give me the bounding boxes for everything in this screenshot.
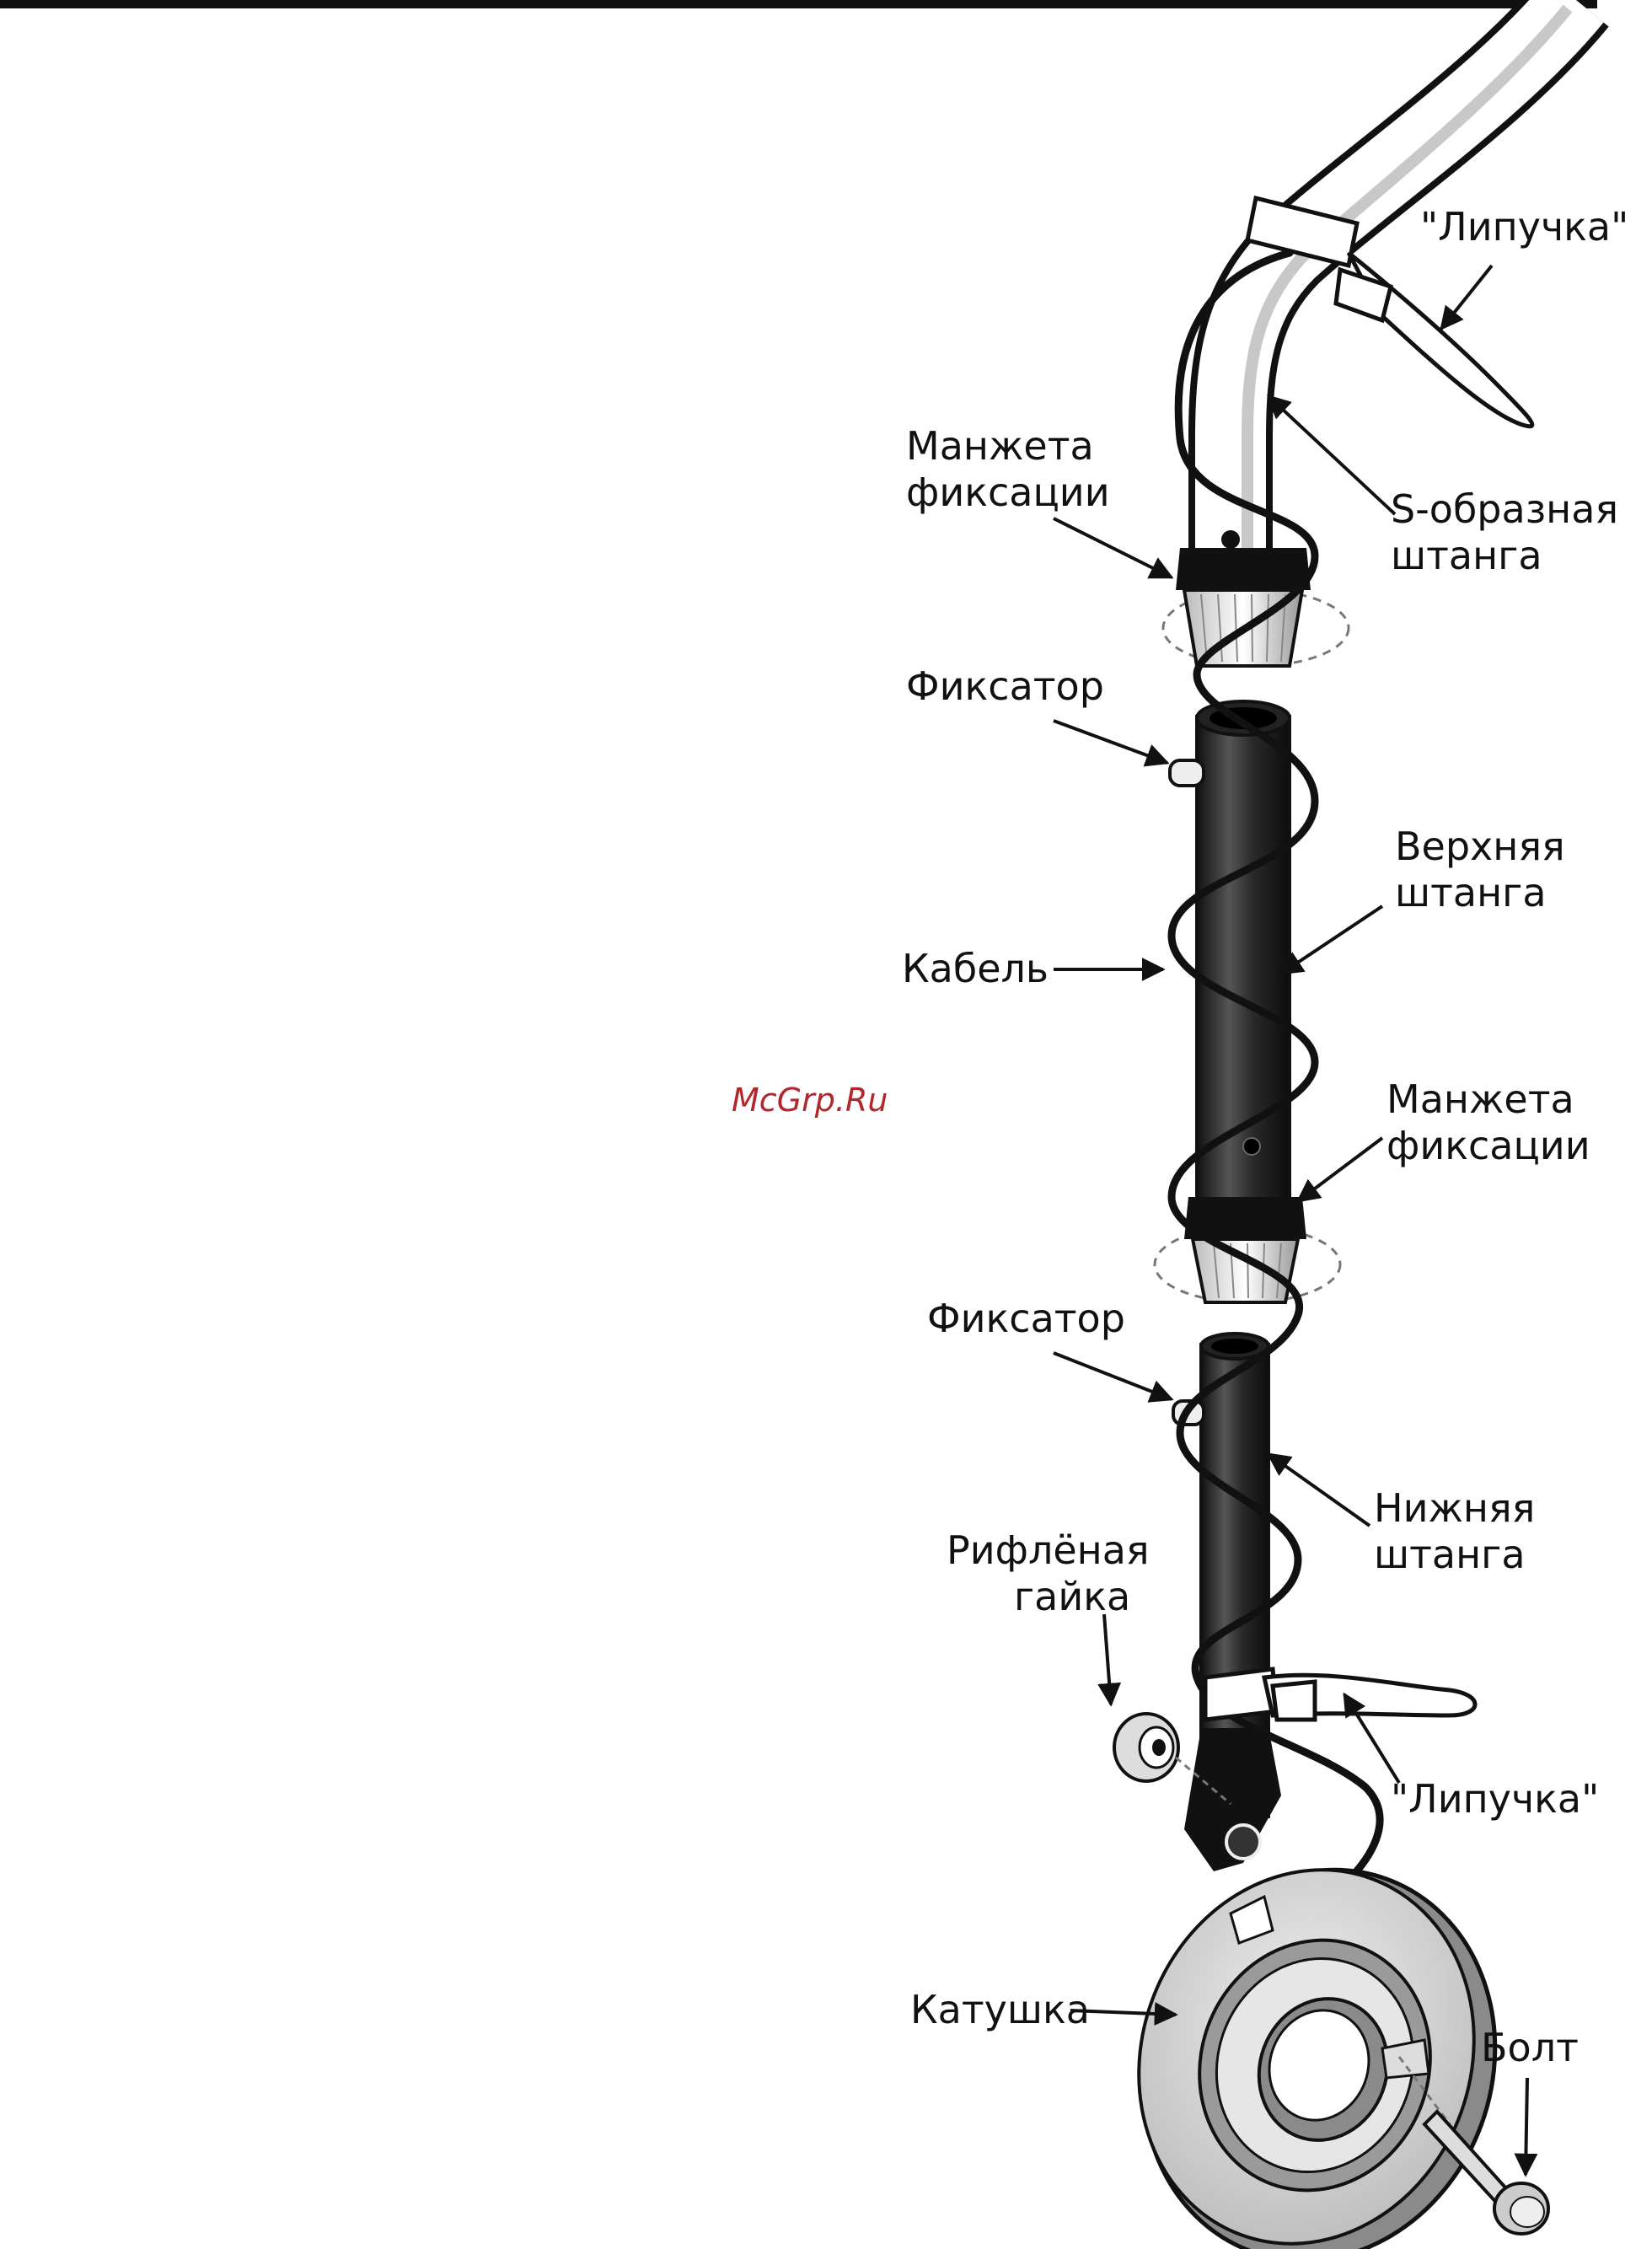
label-velcro-top: "Липучка" <box>1420 204 1628 250</box>
arrow-s-shaft <box>1268 396 1395 514</box>
label-upper-shaft-line2: штанга <box>1395 870 1547 915</box>
locking-cuff-middle <box>1155 1197 1340 1302</box>
arrow-lower-shaft <box>1268 1454 1370 1526</box>
label-bolt: Болт <box>1481 2025 1579 2070</box>
arrow-latch-top <box>1054 721 1167 763</box>
arrow-latch-bottom <box>1054 1353 1172 1399</box>
label-knurled-nut-line1: Рифлёная <box>947 1527 1150 1573</box>
label-cuff-top-line2: фиксации <box>906 470 1110 515</box>
arrow-bolt <box>1526 2078 1527 2175</box>
top-rule <box>0 0 1597 8</box>
label-upper-shaft-line1: Верхняя <box>1395 824 1565 869</box>
label-cable: Кабель <box>902 946 1049 991</box>
label-coil: Катушка <box>910 1987 1090 2032</box>
arrow-cuff-top <box>1054 518 1172 577</box>
locking-cuff-top <box>1163 548 1349 666</box>
label-lower-shaft-line2: штанга <box>1374 1532 1526 1577</box>
arrow-knurled-nut <box>1104 1614 1111 1704</box>
label-latch-bottom: Фиксатор <box>927 1296 1125 1341</box>
label-cuff-middle-line1: Манжета <box>1386 1076 1574 1122</box>
upper-shaft <box>1197 701 1290 1231</box>
label-s-shaft-line2: штанга <box>1391 533 1542 578</box>
arrow-upper-shaft <box>1281 906 1382 974</box>
arrow-velcro-top <box>1441 266 1492 329</box>
arrow-cuff-middle <box>1298 1138 1382 1201</box>
watermark: McGrp.Ru <box>732 1082 888 1119</box>
label-cuff-middle-line2: фиксации <box>1386 1123 1590 1168</box>
label-velcro-bottom: "Липучка" <box>1391 1776 1599 1822</box>
velcro-strap-bottom <box>1205 1669 1475 1720</box>
s-shaft <box>1221 0 1576 556</box>
label-latch-top: Фиксатор <box>906 663 1104 709</box>
label-s-shaft-line1: S-образная <box>1391 486 1618 532</box>
label-cuff-top-line1: Манжета <box>906 423 1094 469</box>
label-lower-shaft-line1: Нижняя <box>1374 1485 1535 1531</box>
latch-pin-top <box>1170 760 1204 786</box>
label-knurled-nut-line2: гайка <box>1014 1574 1130 1619</box>
